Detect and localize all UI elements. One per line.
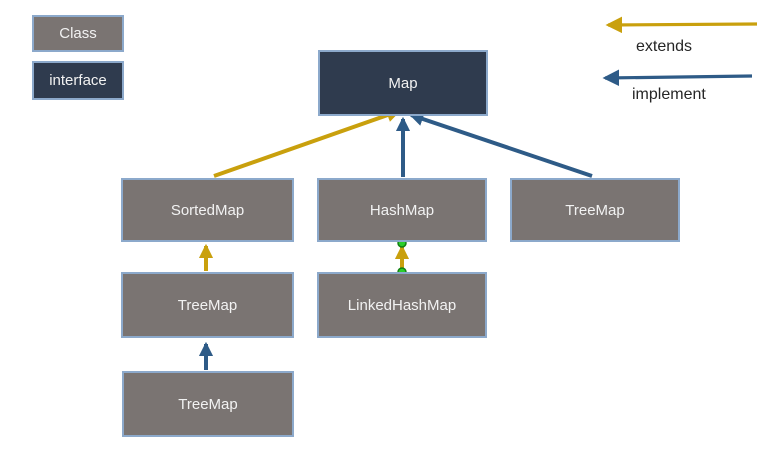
legend-class-label: Class — [59, 25, 97, 42]
node-linkedhashmap[interactable]: LinkedHashMap — [317, 272, 487, 338]
edge-legend-implement-arrow-arrow — [602, 69, 753, 87]
node-treemap-mid[interactable]: TreeMap — [121, 272, 294, 338]
node-label: SortedMap — [170, 201, 245, 219]
node-label: TreeMap — [177, 296, 238, 314]
legend-interface-swatch: interface — [32, 61, 124, 100]
node-sortedmap[interactable]: SortedMap — [121, 178, 294, 242]
legend-interface-label: interface — [49, 72, 107, 89]
edge-legend-extends-arrow-arrow — [605, 16, 758, 34]
node-label: HashMap — [369, 201, 435, 219]
node-treemap-bottom[interactable]: TreeMap — [122, 371, 294, 437]
node-label: LinkedHashMap — [347, 296, 457, 314]
node-treemap-right[interactable]: TreeMap — [510, 178, 680, 242]
node-label: Map — [388, 74, 418, 92]
legend-implement-label: implement — [632, 86, 706, 103]
node-hashmap[interactable]: HashMap — [317, 178, 487, 242]
legend-class-swatch: Class — [32, 15, 124, 52]
legend-extends-label: extends — [636, 38, 693, 55]
edge-sortedmap-extends-map-arrow — [213, 108, 402, 178]
node-label: TreeMap — [178, 395, 238, 413]
edge-treemap-implement-map-arrow — [408, 112, 593, 178]
node-map[interactable]: Map — [318, 50, 488, 116]
node-label: TreeMap — [565, 201, 625, 219]
